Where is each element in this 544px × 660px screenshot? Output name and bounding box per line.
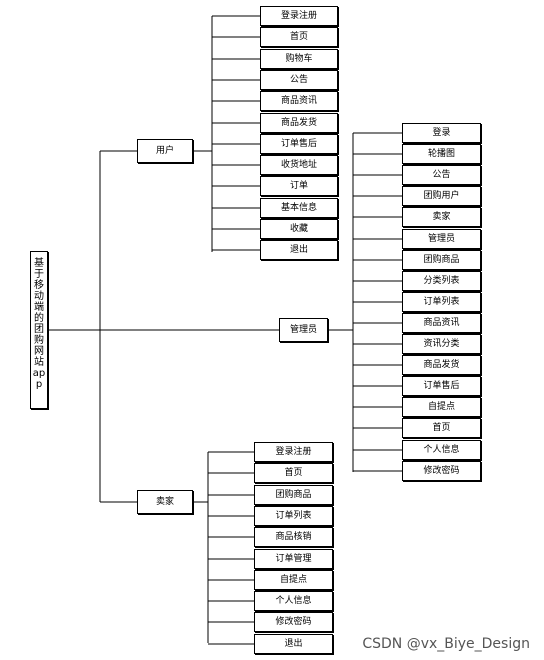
user-item: 登录注册 [260, 6, 338, 26]
branch-admin: 管理员 [279, 318, 328, 342]
seller-item: 自提点 [254, 570, 333, 590]
admin-item: 公告 [402, 165, 481, 185]
user-item: 收藏 [260, 219, 338, 239]
admin-item: 商品资讯 [402, 313, 481, 333]
user-item: 购物车 [260, 49, 338, 69]
seller-item: 退出 [254, 634, 333, 654]
user-item: 订单 [260, 176, 338, 196]
admin-item: 登录 [402, 123, 481, 143]
admin-item: 自提点 [402, 397, 481, 417]
watermark: CSDN @vx_Biye_Design [362, 636, 530, 652]
seller-item: 团购商品 [254, 485, 333, 505]
user-item: 订单售后 [260, 134, 338, 154]
user-item: 商品资讯 [260, 91, 338, 111]
seller-item: 订单管理 [254, 549, 333, 569]
user-item: 商品发货 [260, 113, 338, 133]
admin-item: 商品发货 [402, 355, 481, 375]
user-item: 公告 [260, 70, 338, 90]
admin-item: 个人信息 [402, 440, 481, 460]
root-node: 基于移动端的团购网站app [30, 251, 48, 409]
seller-item: 登录注册 [254, 442, 333, 462]
user-item: 首页 [260, 27, 338, 47]
admin-item: 团购用户 [402, 186, 481, 206]
branch-seller: 卖家 [137, 490, 193, 514]
admin-item: 团购商品 [402, 250, 481, 270]
seller-item: 首页 [254, 463, 333, 483]
admin-item: 订单售后 [402, 376, 481, 396]
admin-item: 修改密码 [402, 461, 481, 481]
seller-item: 商品核销 [254, 527, 333, 547]
user-item: 基本信息 [260, 198, 338, 218]
admin-item: 管理员 [402, 229, 481, 249]
admin-item: 首页 [402, 418, 481, 438]
admin-item: 订单列表 [402, 292, 481, 312]
admin-item: 轮播图 [402, 144, 481, 164]
admin-item: 卖家 [402, 207, 481, 227]
admin-item: 分类列表 [402, 271, 481, 291]
seller-item: 修改密码 [254, 612, 333, 632]
seller-item: 个人信息 [254, 591, 333, 611]
user-item: 收货地址 [260, 155, 338, 175]
branch-user: 用户 [137, 139, 193, 163]
user-item: 退出 [260, 240, 338, 260]
admin-item: 资讯分类 [402, 334, 481, 354]
seller-item: 订单列表 [254, 506, 333, 526]
